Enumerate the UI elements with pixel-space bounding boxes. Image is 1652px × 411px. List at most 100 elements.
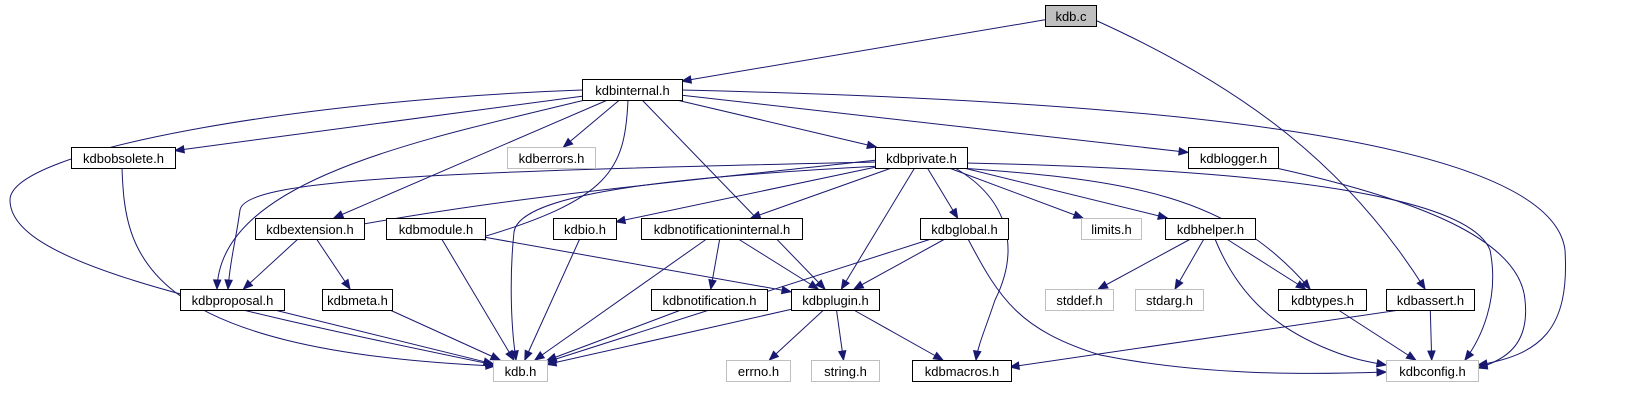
edge-kdbprivate_h-to-kdbio_h [614, 166, 876, 225]
node-kdbtypes-h[interactable]: kdbtypes.h [1278, 289, 1367, 311]
edge-kdbplugin_h-to-errno_h [768, 309, 824, 361]
arrowhead [242, 279, 254, 290]
edge-line [965, 162, 1494, 361]
arrowhead [1008, 361, 1020, 370]
node-label: kdbplugin.h [802, 293, 869, 308]
edge-line [546, 309, 682, 361]
node-label: kdbconfig.h [1399, 364, 1466, 379]
edge-kdbglobal_h-to-kdbconfig_h [967, 238, 1388, 377]
node-errno-h[interactable]: errno.h [726, 360, 791, 382]
arrowhead [1427, 350, 1436, 362]
node-kdbmacros-h[interactable]: kdbmacros.h [912, 360, 1012, 382]
arrowhead [212, 279, 222, 291]
arrowhead [932, 351, 944, 361]
edge-line [1098, 238, 1191, 290]
node-box [920, 218, 1009, 240]
node-box [1188, 147, 1279, 169]
edge-kdblogger_h-to-kdbconfig_h [1275, 167, 1527, 370]
node-kdbmodule-h[interactable]: kdbmodule.h [386, 218, 486, 240]
node-kdb-c[interactable]: kdb.c [1045, 5, 1097, 27]
edge-kdbinternal_h-to-kdbplugin_h [641, 99, 826, 290]
node-kdbnotificationinternal-h[interactable]: kdbnotificationinternal.h [641, 218, 803, 240]
node-label: string.h [824, 364, 867, 379]
arrowhead [224, 279, 233, 291]
node-limits-h[interactable]: limits.h [1081, 218, 1142, 240]
node-kdb-h[interactable]: kdb.h [493, 360, 548, 382]
node-kdbassert-h[interactable]: kdbassert.h [1386, 289, 1475, 311]
edge-line [959, 167, 1311, 290]
node-label: kdbnotificationinternal.h [654, 222, 791, 237]
node-label: stdarg.h [1146, 293, 1193, 308]
arrowhead [533, 351, 546, 361]
arrowhead [341, 278, 351, 291]
node-kdbproposal-h[interactable]: kdbproposal.h [180, 289, 285, 311]
node-kdbio-h[interactable]: kdbio.h [553, 218, 617, 240]
edge-line [954, 167, 1009, 361]
arrowhead [1178, 147, 1190, 156]
node-box [641, 218, 803, 240]
nodes-layer: kdb.c kdbinternal.h kdbobsolete.h kdberrors… [71, 5, 1479, 382]
node-stddef-h[interactable]: stddef.h [1045, 289, 1114, 311]
node-kdbhelper-h[interactable]: kdbhelper.h [1165, 218, 1256, 240]
edge-kdbprivate_h-to-kdbconfig_h [965, 162, 1494, 362]
node-label: kdbproposal.h [192, 293, 274, 308]
node-kdbobsolete-h[interactable]: kdbobsolete.h [71, 147, 176, 169]
node-box [811, 360, 880, 382]
edge-line [1009, 309, 1401, 368]
edge-kdbprivate_h-to-kdbproposal_h [224, 161, 878, 291]
arrowhead [840, 278, 850, 291]
arrowhead [482, 357, 495, 366]
arrowhead [614, 215, 627, 225]
edge-kdbinternal_h-to-kdberrors_h [562, 99, 620, 148]
edge-line [681, 94, 1189, 153]
node-kdbmeta-h[interactable]: kdbmeta.h [322, 289, 393, 311]
edge-line [475, 99, 629, 240]
edge-kdbmeta_h-to-kdb_h [389, 309, 502, 361]
node-kdbprivate-h[interactable]: kdbprivate.h [875, 147, 968, 169]
edge-line [948, 167, 1084, 219]
arrowhead [768, 350, 780, 361]
node-label: kdbnotification.h [663, 293, 757, 308]
node-kdbglobal-h[interactable]: kdbglobal.h [920, 218, 1009, 240]
arrowhead [1072, 210, 1085, 219]
edge-kdbnotificationinternal_h-to-kdbnotification_h [708, 238, 721, 291]
node-kdbextension-h[interactable]: kdbextension.h [255, 218, 365, 240]
node-string-h[interactable]: string.h [811, 360, 880, 382]
node-box [1081, 218, 1142, 240]
edge-line [243, 238, 299, 290]
node-stdarg-h[interactable]: stdarg.h [1135, 289, 1204, 311]
edge-line [681, 89, 1567, 366]
edge-kdbprivate_h-to-kdbtypes_h [959, 167, 1311, 291]
node-kdblogger-h[interactable]: kdblogger.h [1188, 147, 1279, 169]
node-kdbconfig-h[interactable]: kdbconfig.h [1386, 360, 1479, 382]
edge-kdbglobal_h-to-kdbplugin_h [852, 238, 946, 290]
arrowhead [1476, 361, 1489, 370]
node-box [71, 147, 176, 169]
edge-kdbplugin_h-to-kdbmacros_h [853, 309, 944, 361]
node-box [791, 289, 880, 311]
edge-line [681, 19, 1046, 82]
node-label: kdblogger.h [1200, 151, 1267, 166]
edge-line [738, 238, 819, 290]
edge-line [853, 238, 946, 290]
edge-kdbnotification_h-to-kdb_h [545, 309, 682, 362]
arrowhead [837, 350, 847, 362]
edge-line [389, 309, 501, 361]
node-box [1165, 218, 1256, 240]
edge-kdbassert_h-to-kdbconfig_h [1427, 309, 1436, 362]
edge-kdbplugin_h-to-string_h [836, 309, 847, 362]
node-box [255, 218, 365, 240]
node-kdbplugin-h[interactable]: kdbplugin.h [791, 289, 880, 311]
edge-kdbprivate_h-to-kdbhelper_h [963, 167, 1169, 220]
edge-line [216, 99, 586, 290]
arrowhead [1174, 278, 1184, 291]
node-kdbnotification-h[interactable]: kdbnotification.h [651, 289, 768, 311]
edge-kdbnotificationinternal_h-to-kdb_h [533, 238, 707, 361]
edge-kdbprivate_h-to-limits_h [948, 167, 1085, 219]
edge-line [510, 165, 881, 361]
edge-line [926, 167, 959, 219]
node-kdberrors-h[interactable]: kdberrors.h [507, 147, 596, 169]
node-kdbinternal-h[interactable]: kdbinternal.h [582, 79, 683, 101]
node-label: kdbprivate.h [886, 151, 957, 166]
node-box [493, 360, 548, 382]
